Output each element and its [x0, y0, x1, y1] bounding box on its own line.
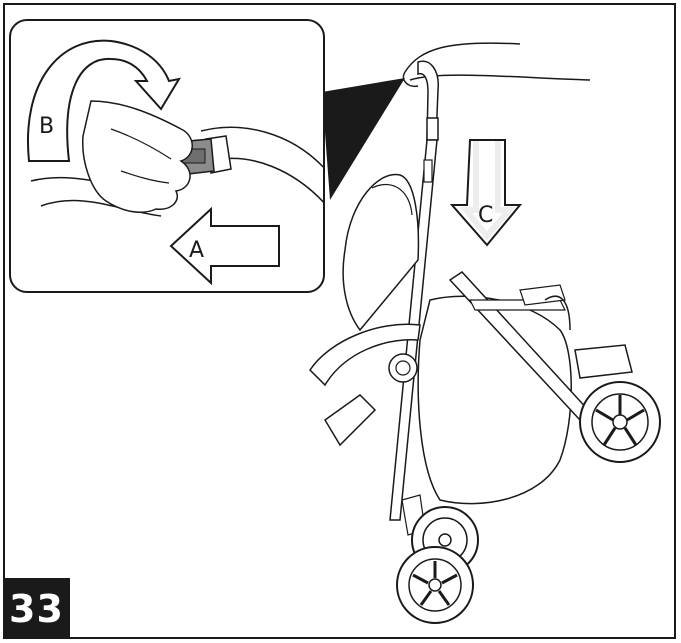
inset-illustration: B A [11, 21, 325, 293]
footrest [325, 395, 375, 445]
hand [83, 101, 193, 212]
detail-inset: B A [9, 19, 325, 293]
arrow-a-label: A [189, 238, 204, 263]
arrow-c-push-down: C [452, 140, 520, 245]
arrow-b-label: B [39, 114, 54, 139]
step-number-badge: 33 [3, 578, 70, 639]
rear-wheel [580, 382, 660, 462]
arrow-a-slide-left: A [171, 209, 279, 283]
arrow-c-label: C [478, 203, 493, 228]
front-wheel [397, 547, 473, 623]
